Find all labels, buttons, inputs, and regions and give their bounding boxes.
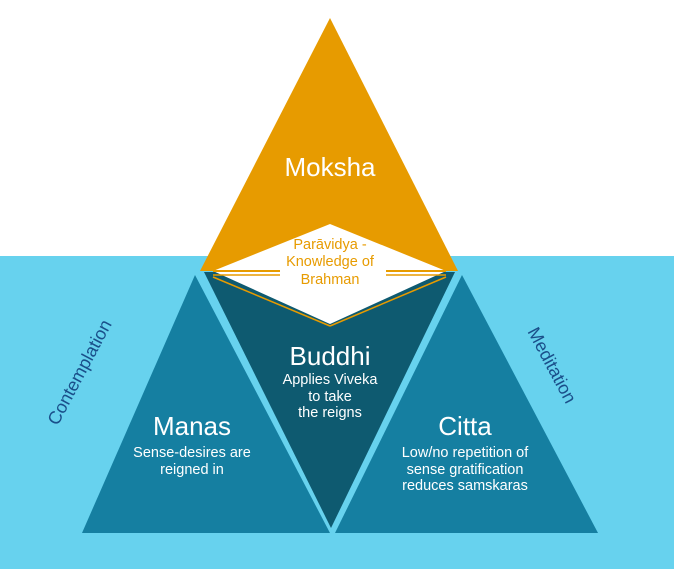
knowledge-label: Parāvidya - Knowledge of Brahman [255, 237, 405, 289]
citta-line-3: reduces samskaras [402, 478, 528, 495]
knowledge-line-2: Knowledge of [286, 254, 374, 271]
buddhi-line-1: Applies Viveka [282, 372, 378, 388]
buddhi-line-3: the reigns [298, 405, 362, 422]
manas-triangle [82, 275, 330, 533]
knowledge-line-1: Parāvidya - [293, 237, 367, 253]
accent-line-lower-left [212, 276, 331, 327]
accent-line-lower-right [329, 276, 447, 327]
citta-line-2: sense gratification [406, 461, 524, 478]
manas-description: Sense-desires are reigned in [102, 445, 282, 478]
buddhi-triangle [204, 272, 455, 528]
manas-line-1: Sense-desires are [133, 445, 251, 461]
manas-line-2: reigned in [160, 461, 224, 478]
buddhi-title: Buddhi [289, 341, 371, 371]
manas-title: Manas [152, 411, 232, 441]
citta-triangle [335, 275, 598, 533]
knowledge-diamond [213, 224, 446, 324]
moksha-title: Moksha [284, 152, 376, 182]
citta-title: Citta [438, 411, 492, 441]
knowledge-line-3: Brahman [300, 271, 360, 288]
moksha-triangle [200, 18, 458, 271]
citta-description: Low/no repetition of sense gratification… [370, 445, 560, 495]
citta-line-1: Low/no repetition of [401, 445, 529, 461]
buddhi-description: Applies Viveka to take the reigns [255, 372, 405, 422]
buddhi-line-2: to take [308, 388, 352, 405]
